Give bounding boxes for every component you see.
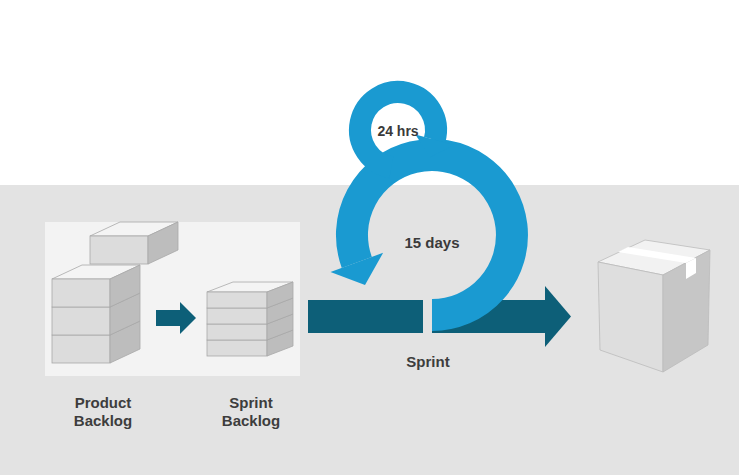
flow-arrow: [156, 310, 180, 326]
sprint-loop: [352, 155, 512, 315]
node-label: Sprint: [406, 353, 449, 371]
ground-band: [0, 185, 739, 475]
duration-label: 24 hrs: [377, 123, 418, 140]
sprint-bar: [308, 300, 423, 333]
loop-arrowhead: [331, 253, 384, 285]
backlog-node: Sprint Backlog: [196, 215, 306, 430]
product-package: [598, 240, 710, 372]
node-label: Product Backlog: [55, 394, 151, 430]
sprint-item: [207, 282, 293, 308]
loop-arrowhead: [415, 135, 454, 158]
backlog-panel: [45, 222, 300, 376]
backlog-node: Sprint: [308, 296, 570, 371]
backlog-node: Product Backlog: [50, 215, 156, 430]
backlog-item: [52, 265, 140, 307]
backlog-item: [90, 222, 178, 264]
sprint-arrowhead: [545, 286, 571, 347]
daily-loop: [360, 92, 436, 167]
node-label: Sprint Backlog: [203, 394, 299, 430]
duration-label: 15 days: [404, 234, 459, 252]
